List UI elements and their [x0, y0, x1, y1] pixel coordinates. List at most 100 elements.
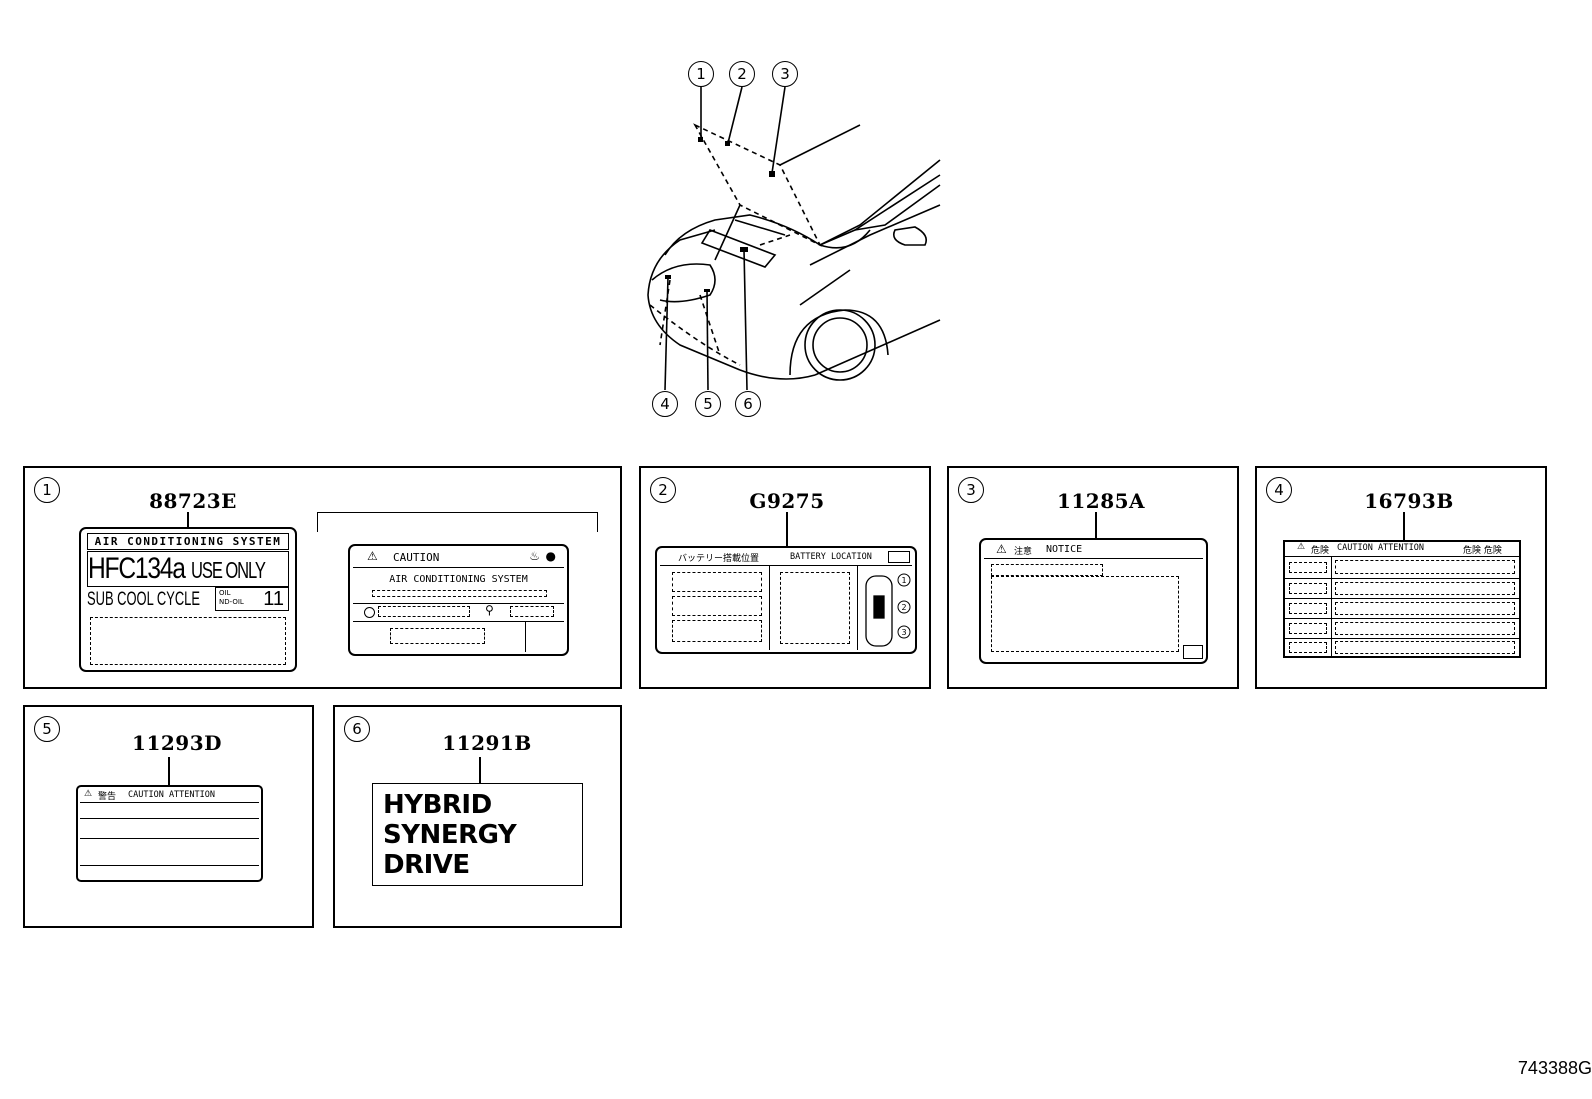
caution-row-4 — [1285, 638, 1519, 639]
warning-triangle-icon: ⚠ — [84, 789, 93, 799]
caution-text-3 — [1335, 602, 1515, 615]
ac-label-oil-bottom: ND-OIL — [219, 598, 244, 606]
callout-2: 2 — [729, 61, 755, 87]
ac-label-cycle-row: SUB COOL CYCLE OIL ND-OIL 11 — [87, 587, 289, 613]
hybrid-synergy-drive-emblem: HYBRID SYNERGY DRIVE — [372, 783, 583, 886]
caution-text-5 — [1335, 641, 1515, 654]
notice-text-1 — [991, 564, 1103, 576]
callout-3-label: 3 — [780, 65, 790, 83]
notice-text-2 — [991, 576, 1179, 652]
callout-2-label: 2 — [737, 65, 747, 83]
glove-icon: ● — [545, 549, 556, 563]
panel-5-index: 5 — [34, 716, 60, 742]
caution-small-header-jp: 警告 — [98, 792, 117, 802]
panel-2-battery-label: 2 G9275 バッテリー搭載位置 BATTERY LOCATION 1 2 3 — [639, 466, 931, 689]
battery-text-1 — [672, 572, 762, 592]
caution-label-header: ⚠ 危険 CAUTION ATTENTION 危険 危険 — [1285, 542, 1519, 557]
panel-3-notice-label: 3 11285A ⚠ 注意 NOTICE — [947, 466, 1239, 689]
flame-icon: ♨ — [529, 549, 540, 563]
caution-small-row-3 — [80, 865, 259, 866]
panel-6-leader — [479, 757, 481, 783]
battery-text-3 — [672, 620, 762, 642]
battery-location-1: 1 — [901, 576, 906, 585]
caution-cell-2 — [1289, 583, 1327, 594]
ac-caution-system: AIR CONDITIONING SYSTEM — [389, 574, 528, 585]
emblem-line-3: DRIVE — [383, 850, 470, 880]
ac-label-oil-box: OIL ND-OIL 11 — [215, 587, 289, 611]
panel-6-index: 6 — [344, 716, 370, 742]
ac-label-title: AIR CONDITIONING SYSTEM — [87, 533, 289, 550]
caution-small-row-1 — [80, 818, 259, 819]
panel-3-leader — [1095, 512, 1097, 538]
panel-1-bracket-left — [317, 512, 318, 532]
panel-1-leader — [187, 512, 189, 527]
caution-cell-4 — [1289, 623, 1327, 634]
panel-5-leader — [168, 757, 170, 785]
callout-4: 4 — [652, 391, 678, 417]
caution-row-3 — [1285, 618, 1519, 619]
ac-label-88723e: AIR CONDITIONING SYSTEM HFC134a USE ONLY… — [79, 527, 297, 672]
caution-header-jp2: 危険 危険 — [1463, 546, 1502, 556]
ac-label-cycle: SUB COOL CYCLE — [87, 589, 200, 610]
ac-label-text-block — [90, 617, 286, 665]
panel-1-bracket — [317, 512, 597, 513]
notice-header-jp: 注意 — [1014, 547, 1033, 557]
panel-2-part-number: G9275 — [749, 489, 825, 513]
battery-text-2 — [672, 596, 762, 616]
ac-caution-header: ⚠ CAUTION ♨ ● — [353, 549, 564, 568]
panel-2-index: 2 — [650, 477, 676, 503]
battery-label-box — [888, 551, 910, 563]
caution-small-header: ⚠ 警告 CAUTION ATTENTION — [80, 789, 259, 803]
caution-small-header: CAUTION ATTENTION — [128, 790, 215, 800]
panel-5-caution-label: 5 11293D ⚠ 警告 CAUTION ATTENTION — [23, 705, 314, 928]
panel-6-hybrid-emblem: 6 11291B HYBRID SYNERGY DRIVE — [333, 705, 622, 928]
ac-label-use-only: USE ONLY — [191, 557, 266, 583]
caution-row-1 — [1285, 578, 1519, 579]
caution-row-2 — [1285, 598, 1519, 599]
callout-3: 3 — [772, 61, 798, 87]
caution-text-2 — [1335, 582, 1515, 595]
ac-label-refrigerant-row: HFC134a USE ONLY — [87, 551, 289, 587]
caution-small-row-2 — [80, 838, 259, 839]
notice-header: NOTICE — [1046, 544, 1083, 555]
warning-triangle-icon: ⚠ — [1297, 542, 1306, 552]
panel-6-part-number: 11291B — [442, 731, 532, 755]
ac-caution-field-2 — [510, 606, 554, 617]
panel-4-index: 4 — [1266, 477, 1292, 503]
panel-1-part-number: 88723E — [149, 489, 237, 513]
panel-3-index: 3 — [958, 477, 984, 503]
ac-caution-divider-2 — [353, 621, 564, 622]
caution-text-4 — [1335, 622, 1515, 635]
caution-cell-1 — [1289, 562, 1327, 573]
vehicle-overview-illustration — [647, 86, 941, 391]
panel-1-index: 1 — [34, 477, 60, 503]
gauge-icon: ⚲ — [485, 603, 494, 617]
battery-car-diagram: 1 2 3 — [865, 573, 911, 647]
caution-attention-label: ⚠ 危険 CAUTION ATTENTION 危険 危険 — [1283, 540, 1521, 658]
circle-icon — [364, 607, 375, 618]
ac-caution-vdivider — [525, 621, 526, 652]
battery-location-2: 2 — [901, 603, 906, 612]
battery-label-divider-2 — [857, 566, 858, 650]
callout-5: 5 — [695, 391, 721, 417]
emblem-line-1: HYBRID — [383, 790, 492, 820]
ac-caution-field-1 — [378, 606, 470, 617]
ac-caution-field-3 — [390, 628, 485, 644]
battery-text-4 — [780, 572, 850, 644]
warning-triangle-icon: ⚠ — [996, 542, 1007, 556]
caution-label-divider — [1331, 556, 1332, 656]
caution-header-jp1: 危険 — [1311, 546, 1330, 556]
callout-6: 6 — [735, 391, 761, 417]
callout-1-label: 1 — [696, 65, 706, 83]
ac-caution-label: ⚠ CAUTION ♨ ● AIR CONDITIONING SYSTEM ⚲ — [348, 544, 569, 656]
panel-1-ac-labels: 1 88723E AIR CONDITIONING SYSTEM HFC134a… — [23, 466, 622, 689]
panel-3-part-number: 11285A — [1056, 489, 1146, 513]
caution-header: CAUTION ATTENTION — [1337, 543, 1424, 553]
caution-text-1 — [1335, 560, 1515, 574]
battery-label-divider-1 — [769, 566, 770, 650]
caution-cell-3 — [1289, 603, 1327, 614]
ac-label-oil-top: OIL — [219, 589, 231, 597]
caution-attention-small-label: ⚠ 警告 CAUTION ATTENTION — [76, 785, 263, 882]
battery-location-3: 3 — [901, 628, 906, 637]
battery-label-japanese: バッテリー搭載位置 — [678, 554, 760, 564]
